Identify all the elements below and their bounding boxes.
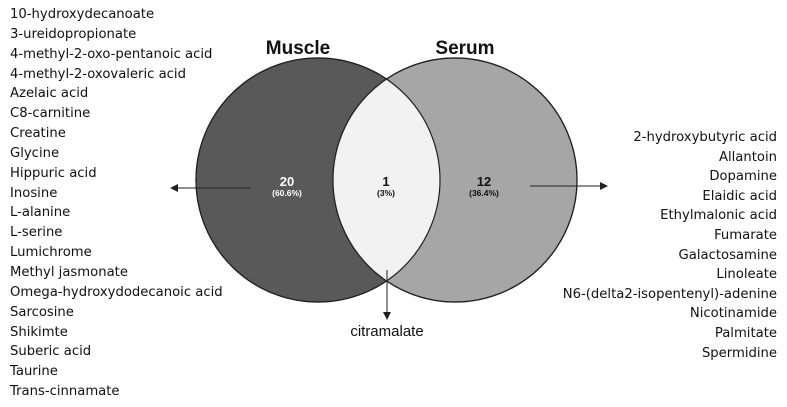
muscle-metabolite-item: L-serine <box>10 225 63 241</box>
serum-metabolite-item: Linoleate <box>716 267 777 283</box>
serum-metabolite-item: Spermidine <box>701 345 777 361</box>
muscle-metabolite-item: Glycine <box>10 145 60 161</box>
muscle-metabolite-item: 4-methyl-2-oxovaleric acid <box>10 66 186 82</box>
muscle-metabolite-list: 10-hydroxydecanoate 3-ureidopropionate 4-m… <box>10 5 223 402</box>
muscle-metabolite-item: 10-hydroxydecanoate <box>10 7 155 22</box>
serum-metabolite-item: N6-(delta2-isopentenyl)-adenine <box>562 286 777 302</box>
muscle-metabolite-item: Lumichrome <box>10 245 92 261</box>
serum-metabolite-item: 2-hydroxybutyric acid <box>633 130 777 145</box>
serum-metabolite-item: Nicotinamide <box>689 306 777 322</box>
serum-metabolite-item: Allantoin <box>718 149 777 165</box>
muscle-metabolite-item: Omega-hydroxydodecanoic acid <box>10 284 223 300</box>
muscle-metabolite-item: Trans-cinnamate <box>10 384 120 400</box>
muscle-metabolite-item: Shikimte <box>10 324 68 340</box>
muscle-metabolite-item: Sarcosine <box>10 304 74 320</box>
muscle-metabolite-item: Taurine <box>10 364 58 380</box>
muscle-metabolite-item: 4-methyl-2-oxo-pentanoic acid <box>10 46 213 62</box>
muscle-circle-outline <box>195 57 441 303</box>
muscle-metabolite-item: Creatine <box>10 126 66 142</box>
muscle-metabolite-item: Azelaic acid <box>10 86 89 102</box>
overlap-count: 1 <box>382 174 389 189</box>
muscle-unique-percent: (60.6%) <box>272 188 302 198</box>
muscle-metabolite-item: Inosine <box>10 185 58 201</box>
serum-metabolite-item: Galactosamine <box>678 247 777 263</box>
overlap-metabolite-label: citramalate <box>350 323 423 340</box>
muscle-title: Muscle <box>266 38 330 59</box>
muscle-metabolite-item: L-alanine <box>10 205 71 221</box>
muscle-metabolite-item: Suberic acid <box>10 344 92 360</box>
overlap-region <box>333 58 440 302</box>
muscle-metabolite-item: C8-carnitine <box>10 106 91 122</box>
muscle-metabolite-item: 3-ureidopropionate <box>10 26 137 42</box>
serum-title: Serum <box>435 38 494 59</box>
serum-metabolite-item: Ethylmalonic acid <box>660 208 777 224</box>
muscle-metabolite-item: Methyl jasmonate <box>10 264 128 280</box>
serum-metabolite-item: Fumarate <box>714 227 777 243</box>
serum-circle-outline <box>332 57 578 303</box>
muscle-metabolite-item: Hippuric acid <box>10 165 97 181</box>
muscle-unique-count: 20 <box>280 174 294 189</box>
serum-metabolite-item: Elaidic acid <box>702 188 777 204</box>
serum-unique-percent: (36.4%) <box>469 188 499 198</box>
overlap-percent: (3%) <box>377 188 395 198</box>
serum-metabolite-item: Dopamine <box>709 169 777 185</box>
serum-metabolite-item: Palmitate <box>714 325 777 341</box>
serum-unique-count: 12 <box>477 174 491 189</box>
